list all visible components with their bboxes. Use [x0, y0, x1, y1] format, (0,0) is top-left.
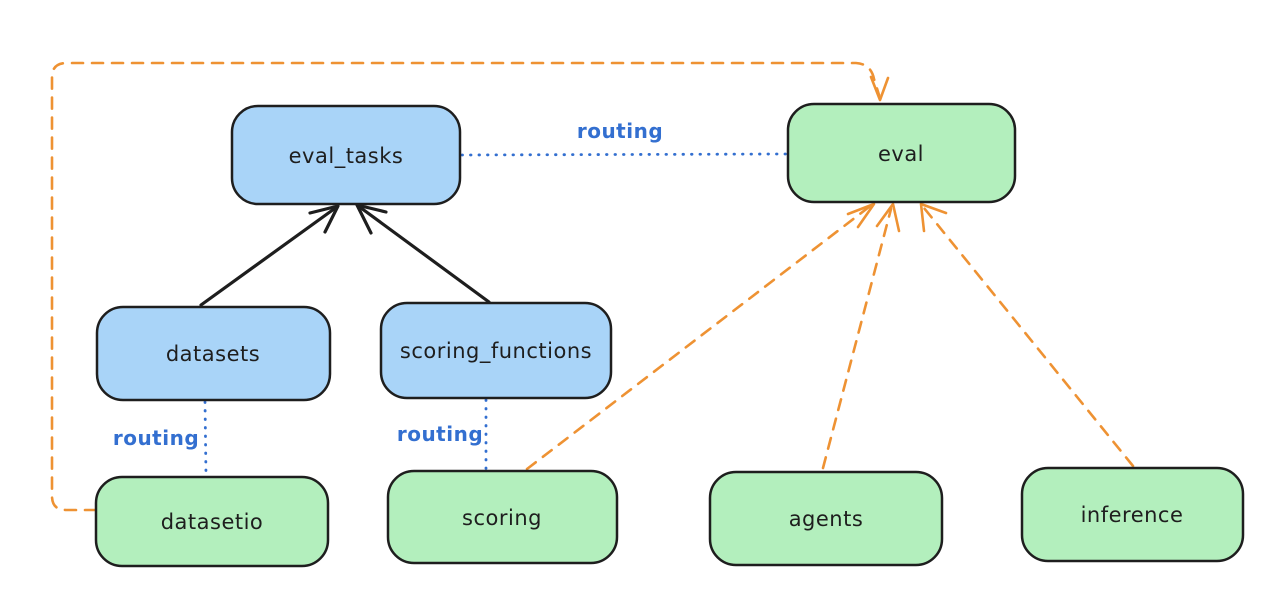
node-scoring: scoring [386, 469, 619, 565]
node-agents-label: agents [789, 507, 864, 531]
routing-label-eval-tasks-eval: routing [577, 119, 663, 143]
routing-label-datasets-datasetio: routing [113, 426, 199, 450]
node-eval-tasks: eval_tasks [230, 104, 462, 206]
node-eval-box [786, 102, 1017, 204]
node-datasets-box [95, 305, 332, 402]
edge-inference-eval [919, 202, 1135, 468]
node-datasets: datasets [95, 305, 332, 402]
edge-scoring-eval-arrowhead [846, 202, 876, 229]
edge-agents-eval-path [821, 207, 893, 470]
node-eval: eval [786, 102, 1017, 204]
edge-scoring-functions-scoring: routing [397, 398, 488, 472]
edge-datasetio-eval-path [50, 61, 881, 512]
edge-agents-eval-arrowhead [875, 202, 901, 233]
edge-inference-eval-path [922, 206, 1135, 468]
routing-label-scoring-functions-scoring: routing [397, 422, 483, 446]
edge-datasetio-eval [50, 61, 890, 512]
edge-scoring-functions-eval-tasks [355, 203, 491, 304]
node-datasetio-box [94, 475, 330, 568]
node-inference: inference [1020, 466, 1245, 563]
node-inference-label: inference [1081, 503, 1184, 527]
node-scoring-functions-box [379, 301, 613, 400]
edge-eval-tasks-eval-path [460, 152, 788, 157]
edge-scoring-eval-path [525, 205, 871, 471]
edge-datasets-eval-tasks-arrowhead [308, 204, 340, 234]
edge-datasetio-eval-arrowhead [869, 75, 890, 102]
node-scoring-box [386, 469, 619, 565]
node-eval-tasks-box [230, 104, 462, 206]
edge-inference-eval-arrowhead [919, 202, 948, 233]
node-scoring-functions: scoring_functions [379, 301, 613, 400]
node-agents: agents [708, 470, 944, 567]
edge-datasets-datasetio-path [203, 400, 208, 477]
node-datasetio-label: datasetio [161, 510, 264, 534]
node-scoring-functions-label: scoring_functions [400, 339, 592, 364]
node-scoring-label: scoring [462, 506, 542, 530]
node-datasetio: datasetio [94, 475, 330, 568]
edge-datasets-eval-tasks-path [199, 207, 336, 307]
node-eval-tasks-label: eval_tasks [289, 144, 404, 169]
edge-scoring-functions-eval-tasks-path [359, 206, 491, 304]
node-eval-label: eval [878, 142, 924, 166]
edge-datasets-eval-tasks [199, 204, 340, 307]
edge-agents-eval [821, 202, 901, 470]
node-inference-box [1020, 466, 1245, 563]
node-datasets-label: datasets [166, 342, 260, 366]
edge-scoring-eval [525, 202, 876, 471]
node-agents-box [708, 470, 944, 567]
edge-eval-tasks-eval: routing [460, 119, 788, 157]
edge-datasets-datasetio: routing [113, 400, 208, 477]
